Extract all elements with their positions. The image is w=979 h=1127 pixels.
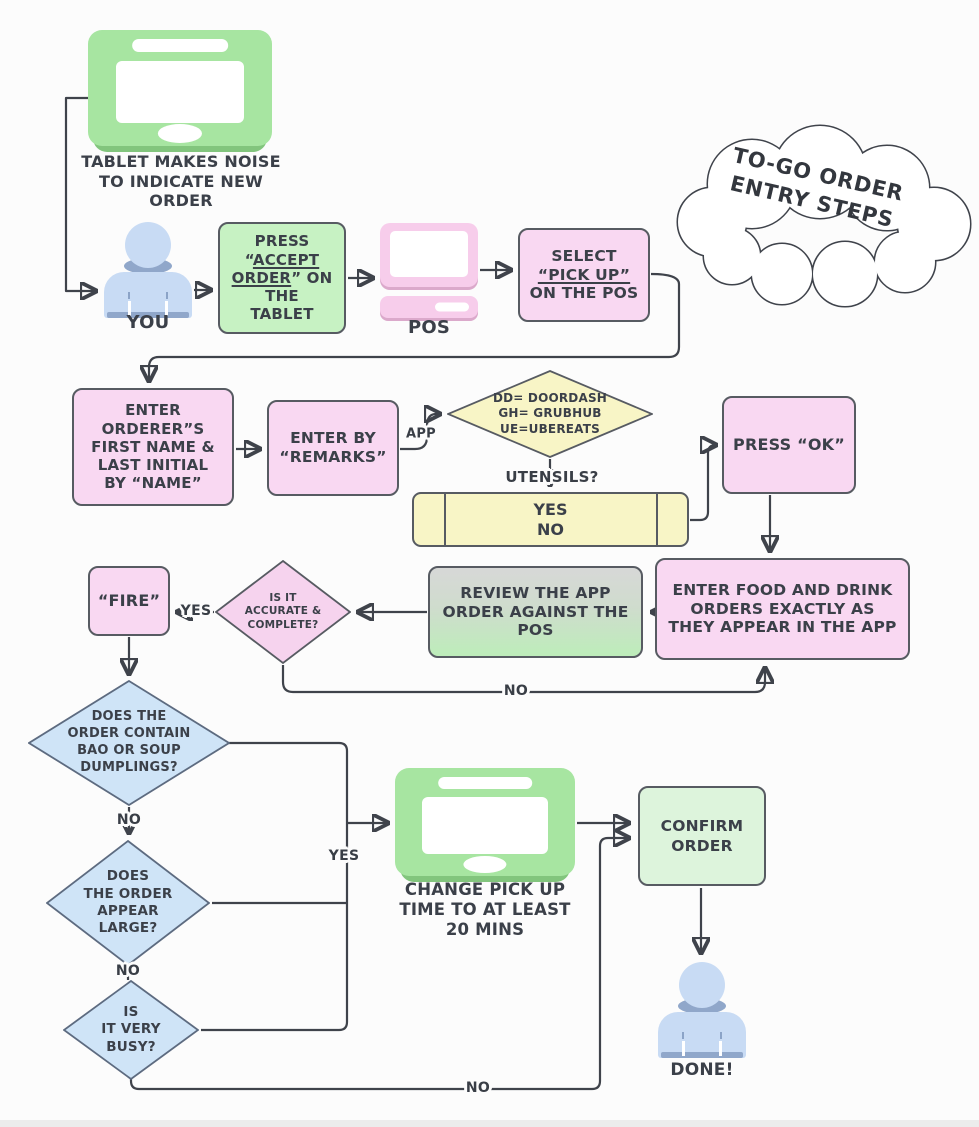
pos-monitor: [380, 223, 478, 287]
person-arm-tick-right: [719, 1041, 723, 1056]
diamond-very-busy: IS IT VERY BUSY?: [63, 980, 199, 1080]
node-select-pick-up: SELECT “PICK UP” ON THE POS: [518, 228, 650, 322]
tablet-home-button: [157, 123, 203, 143]
page-bottom-edge: [0, 1120, 979, 1127]
tablet-home-button: [463, 855, 507, 873]
diamond-accurate-complete: IS IT ACCURATE & COMPLETE?: [215, 560, 351, 664]
person-arm-tick-right: [165, 301, 169, 316]
tablet-icon-change-time: [395, 768, 575, 882]
press-accept-quote: “: [244, 250, 253, 269]
press-accept-line5: TABLET: [250, 305, 314, 324]
large-text: DOES THE ORDER APPEAR LARGE?: [83, 868, 173, 937]
tablet-noise-caption: TABLET MAKES NOISE TO INDICATE NEW ORDER: [81, 152, 281, 211]
node-utensils-options: YES NO: [412, 492, 689, 547]
select-underline: “PICK UP”: [537, 265, 631, 284]
node-review-order: REVIEW THE APP ORDER AGAINST THE POS: [428, 566, 643, 658]
node-enter-food-drink: ENTER FOOD AND DRINK ORDERS EXACTLY AS T…: [655, 558, 910, 660]
tablet-top-bar: [438, 776, 532, 789]
bao-text: DOES THE ORDER CONTAIN BAO OR SOUP DUMPL…: [67, 709, 191, 775]
arrow-busy-no-to-confirm: [129, 838, 629, 1091]
node-press-ok: PRESS “OK”: [722, 396, 856, 494]
node-press-accept-order: PRESS “ACCEPT ORDER” ON THE TABLET: [218, 222, 346, 334]
arrow-remarks-to-app-legend: [400, 414, 440, 451]
tablet-screen: [422, 797, 548, 855]
press-accept-after: ” ON: [291, 268, 333, 287]
node-enter-orderer-name: ENTER ORDERER”S FIRST NAME & LAST INITIA…: [72, 388, 234, 506]
select-line1: SELECT: [551, 246, 617, 265]
app-legend-text: DD= DOORDASH GH= GRUBHUB UE=UBEREATS: [492, 390, 608, 436]
pos-terminal-icon: [380, 223, 478, 318]
label-no-accurate: NO: [503, 683, 529, 699]
person-body: [658, 1012, 746, 1058]
press-accept-underline1: ACCEPT: [252, 250, 320, 269]
node-confirm-order: CONFIRM ORDER: [638, 786, 766, 886]
label-no-busy: NO: [465, 1080, 491, 1096]
bao-shape: [28, 680, 230, 806]
title-cloud: TO-GO ORDER ENTRY STEPS: [652, 122, 977, 312]
person-arm-tick-left: [127, 301, 131, 316]
label-utensils: UTENSILS?: [505, 468, 599, 486]
tablet-top-bar: [132, 39, 228, 53]
press-accept-underline2: ORDER: [231, 268, 292, 287]
person-arm-dash-right: [165, 292, 169, 299]
line-yes-junction: [201, 741, 349, 1032]
busy-text: IS IT VERY BUSY?: [101, 1004, 161, 1055]
person-arm-dash-left: [127, 292, 131, 299]
arrow-utensils-to-press-ok: [690, 445, 716, 522]
done-caption: DONE!: [670, 1060, 734, 1080]
utensils-options-text: YES NO: [533, 500, 568, 539]
arrow-accurate-no-to-enter-food: [281, 665, 765, 694]
tablet-screen: [115, 61, 245, 123]
accurate-shape: [215, 560, 351, 664]
select-line3: ON THE POS: [529, 284, 639, 303]
person-body: [104, 272, 192, 318]
pos-caption: POS: [407, 317, 451, 338]
person-arm-dash-right: [719, 1032, 723, 1039]
accurate-text: IS IT ACCURATE & COMPLETE?: [244, 591, 322, 631]
person-arm-dash-left: [681, 1032, 685, 1039]
label-no-large: NO: [115, 963, 141, 979]
arrow-tablet-to-you: [64, 96, 96, 291]
label-yes-junction: YES: [328, 848, 360, 864]
cloud-shape: [676, 124, 972, 308]
node-enter-by-remarks: ENTER BY “REMARKS”: [267, 400, 399, 496]
press-accept-line1: PRESS: [254, 232, 310, 251]
person-icon: [104, 222, 192, 318]
change-time-caption: CHANGE PICK UP TIME TO AT LEAST 20 MINS: [399, 880, 571, 940]
label-yes-accurate: YES: [180, 603, 212, 619]
pos-keyboard-pill: [435, 302, 469, 312]
press-accept-line4: THE: [265, 287, 299, 306]
arrow-select-pickup-to-enter-name: [149, 272, 681, 381]
label-app: APP: [405, 426, 437, 442]
person-belt: [661, 1052, 743, 1058]
app-legend-shape: [447, 370, 653, 458]
busy-shape: [63, 980, 199, 1080]
large-shape: [46, 840, 210, 966]
person-head: [125, 222, 171, 268]
node-fire: “FIRE”: [88, 566, 170, 636]
person-icon-done: [658, 962, 746, 1058]
utensils-bar-inner-line-left: [444, 494, 446, 545]
tablet-icon: [88, 30, 272, 152]
diamond-app-legend: DD= DOORDASH GH= GRUBHUB UE=UBEREATS: [447, 370, 653, 458]
person-head: [679, 962, 725, 1008]
you-caption: YOU: [126, 312, 170, 333]
diamond-bao-soup-dumplings: DOES THE ORDER CONTAIN BAO OR SOUP DUMPL…: [28, 680, 230, 806]
pos-keyboard: [380, 296, 478, 318]
person-arm-tick-left: [681, 1041, 685, 1056]
diamond-order-large: DOES THE ORDER APPEAR LARGE?: [46, 840, 210, 966]
person-belt: [107, 312, 189, 318]
utensils-bar-inner-line-right: [656, 494, 658, 545]
pos-screen: [390, 231, 468, 277]
label-no-bao: NO: [116, 812, 142, 828]
